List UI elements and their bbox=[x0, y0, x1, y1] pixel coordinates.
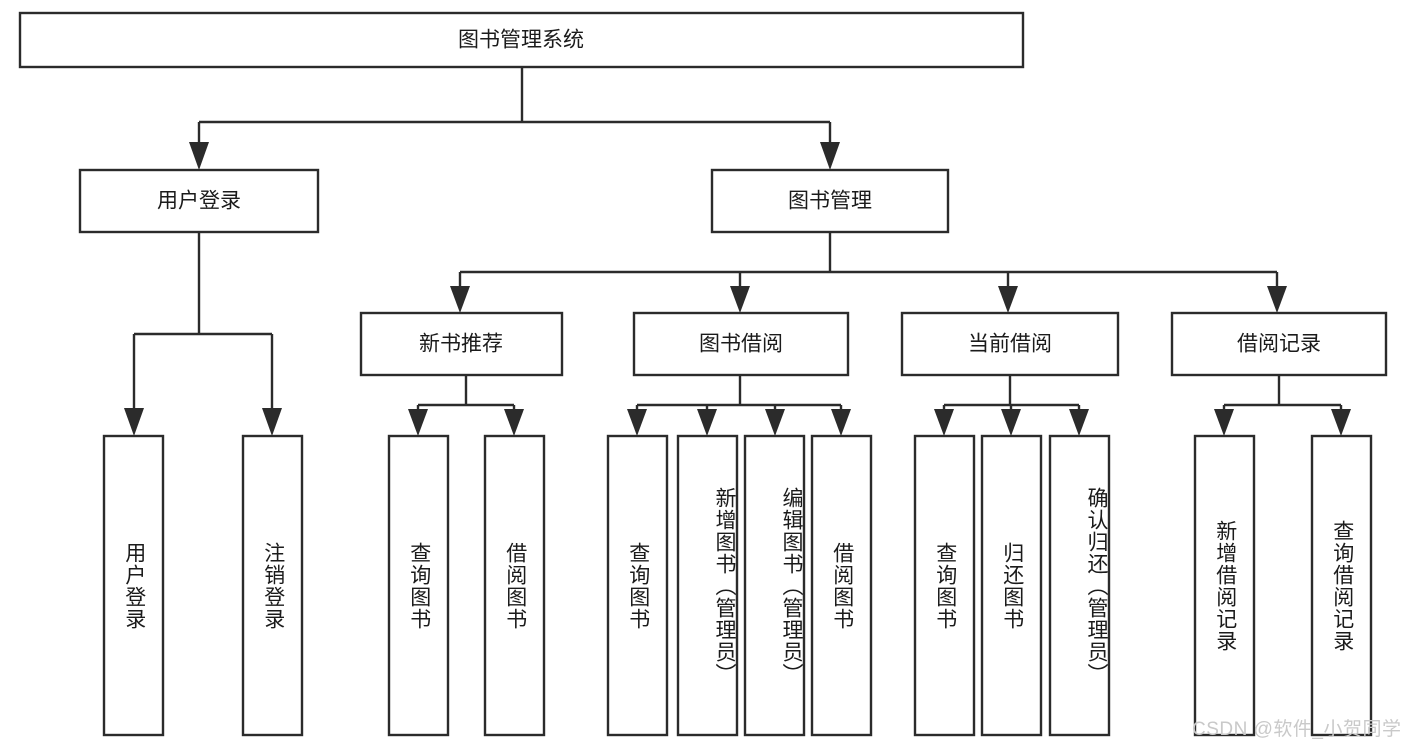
node-leaf-edit-book-box[interactable] bbox=[743, 434, 806, 737]
arrow-current-l1-icon bbox=[934, 409, 954, 436]
arrow-borrow-l4-icon bbox=[831, 409, 851, 436]
arrow-record-l1-icon bbox=[1214, 409, 1234, 436]
node-recommend-box[interactable] bbox=[359, 311, 564, 377]
arrow-borrow-l3-icon bbox=[765, 409, 785, 436]
arrow-recommend-l1-icon bbox=[408, 409, 428, 436]
node-borrow-box[interactable] bbox=[632, 311, 850, 377]
node-user-login-box[interactable] bbox=[78, 168, 320, 234]
arrow-book-mgmt-c1-icon bbox=[450, 286, 470, 313]
arrow-borrow-l1-icon bbox=[627, 409, 647, 436]
arrow-book-mgmt-c2-icon bbox=[730, 286, 750, 313]
node-leaf-query-book-1-box[interactable] bbox=[387, 434, 450, 737]
node-record-label: 借阅记录 bbox=[1237, 333, 1321, 356]
arrow-root-to-user-login-icon bbox=[189, 142, 209, 170]
node-record-box[interactable] bbox=[1170, 311, 1388, 377]
node-leaf-logout-box[interactable] bbox=[241, 434, 304, 737]
arrow-book-mgmt-c4-icon bbox=[1267, 286, 1287, 313]
node-current-box[interactable] bbox=[900, 311, 1120, 377]
node-leaf-return-book-box[interactable] bbox=[980, 434, 1043, 737]
arrow-book-mgmt-c3-icon bbox=[998, 286, 1018, 313]
arrow-current-l2-icon bbox=[1001, 409, 1021, 436]
node-root-box[interactable] bbox=[18, 11, 1025, 69]
arrow-user-login-l2-icon bbox=[262, 408, 282, 436]
edges-layer bbox=[124, 67, 1351, 436]
node-leaf-user-login-box[interactable] bbox=[102, 434, 165, 737]
node-recommend-label: 新书推荐 bbox=[419, 333, 503, 356]
node-book-mgmt-box[interactable] bbox=[710, 168, 950, 234]
arrow-root-to-book-mgmt-icon bbox=[820, 142, 840, 170]
arrow-recommend-l2-icon bbox=[504, 409, 524, 436]
node-root-label: 图书管理系统 bbox=[458, 29, 584, 52]
node-leaf-borrow-book-1-box[interactable] bbox=[483, 434, 546, 737]
node-leaf-query-book-2-box[interactable] bbox=[606, 434, 669, 737]
node-leaf-add-record-box[interactable] bbox=[1193, 434, 1256, 737]
node-leaf-query-book-3-box[interactable] bbox=[913, 434, 976, 737]
node-current-label: 当前借阅 bbox=[968, 333, 1052, 356]
arrow-record-l2-icon bbox=[1331, 409, 1351, 436]
node-user-login-label: 用户登录 bbox=[157, 190, 241, 213]
arrow-user-login-l1-icon bbox=[124, 408, 144, 436]
nodes-layer: 图书管理系统 用户登录 图书管理 新书推荐 图书借阅 当前借阅 借阅记录 bbox=[18, 11, 1388, 737]
arrow-borrow-l2-icon bbox=[697, 409, 717, 436]
node-book-mgmt-label: 图书管理 bbox=[788, 190, 872, 213]
arrow-current-l3-icon bbox=[1069, 409, 1089, 436]
node-leaf-confirm-return-box[interactable] bbox=[1048, 434, 1111, 737]
node-leaf-add-book-box[interactable] bbox=[676, 434, 739, 737]
watermark-text: CSDN @软件_小贺同学 bbox=[1192, 719, 1402, 740]
node-leaf-query-record-box[interactable] bbox=[1310, 434, 1373, 737]
node-borrow-label: 图书借阅 bbox=[699, 333, 783, 356]
node-leaf-borrow-book-2-box[interactable] bbox=[810, 434, 873, 737]
